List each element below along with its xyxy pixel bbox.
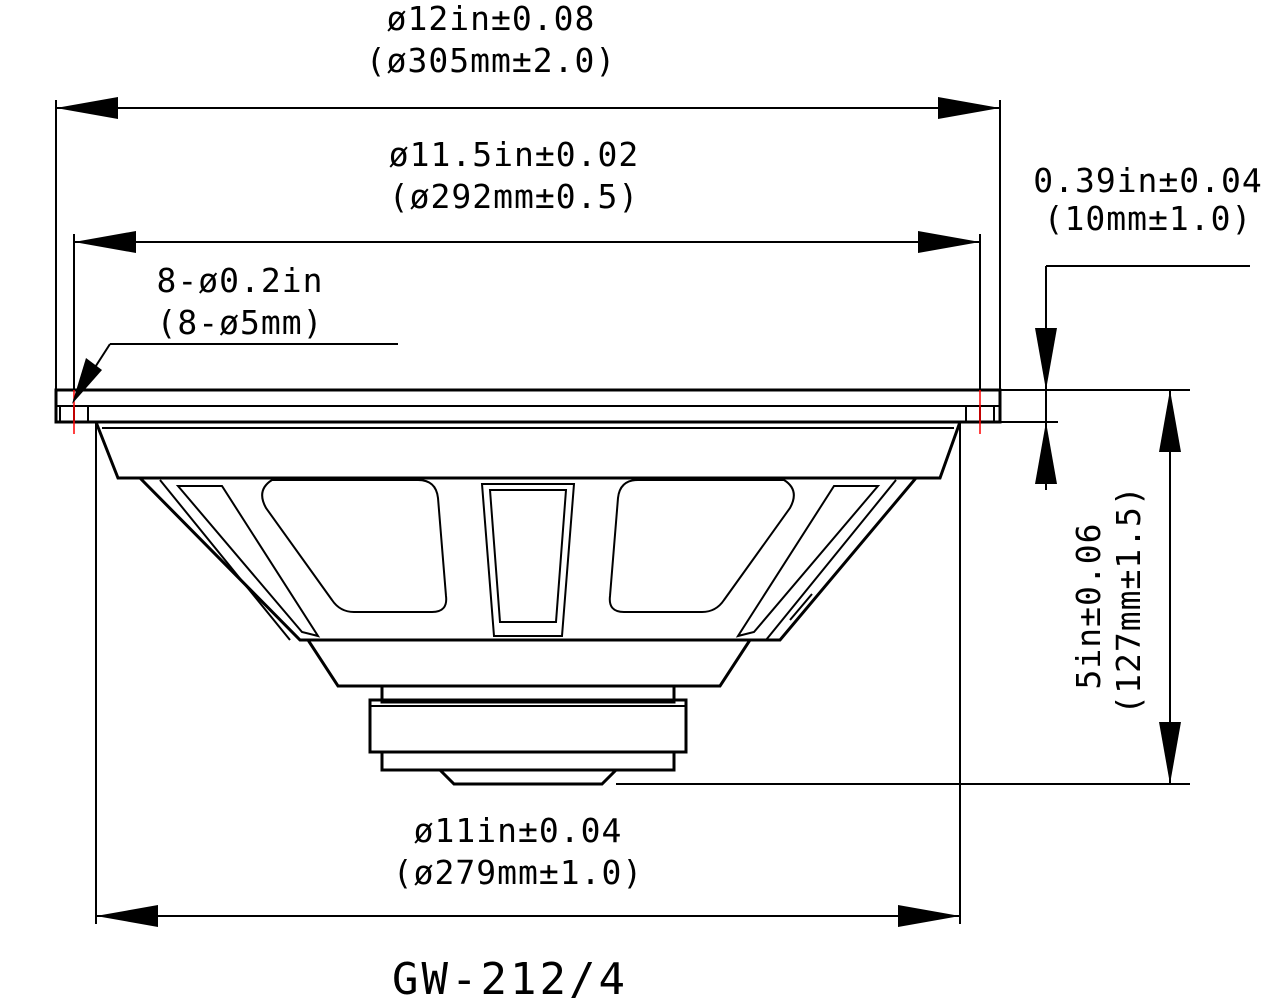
mounting-holes-metric: (8-ø5mm) <box>157 303 324 342</box>
baffle-cutout-imperial: ø11in±0.04 <box>414 811 623 850</box>
model-label: GW-212/4 <box>392 954 628 1003</box>
depth-metric: (127mm±1.5) <box>1109 485 1148 715</box>
basket-ring <box>93 420 963 480</box>
depth-imperial: 5in±0.06 <box>1069 523 1108 690</box>
pole-vent <box>436 768 620 786</box>
dim-outer-diameter: ø12in±0.08 (ø305mm±2.0) <box>55 0 1001 390</box>
flange-thickness-imperial: 0.39in±0.04 <box>1033 161 1263 200</box>
basket-frame <box>136 476 920 642</box>
dim-mounting-holes: 8-ø0.2in (8-ø5mm) <box>72 261 398 404</box>
flange-thickness-metric: (10mm±1.0) <box>1044 199 1253 238</box>
dim-baffle-cutout: ø11in±0.04 (ø279mm±1.0) <box>95 422 961 927</box>
magnet <box>368 698 688 754</box>
mounting-holes-imperial: 8-ø0.2in <box>157 261 324 300</box>
basket-lower <box>305 638 753 688</box>
outer-diameter-metric: (ø305mm±2.0) <box>366 41 616 80</box>
mounting-diameter-metric: (ø292mm±0.5) <box>389 177 639 216</box>
dim-depth: 5in±0.06 (127mm±1.5) <box>616 390 1190 785</box>
basket-center-strut <box>480 483 576 637</box>
top-plate <box>380 684 676 704</box>
dim-mounting-diameter: ø11.5in±0.02 (ø292mm±0.5) <box>73 135 981 390</box>
basket-window-right <box>608 479 795 613</box>
speaker-outline <box>54 388 1002 786</box>
dim-flange-thickness: 0.39in±0.04 (10mm±1.0) <box>1000 161 1263 490</box>
basket-window-left <box>261 479 448 613</box>
hole-center-lines <box>73 384 981 434</box>
back-plate <box>380 750 676 772</box>
baffle-cutout-metric: (ø279mm±1.0) <box>393 853 643 892</box>
mounting-diameter-imperial: ø11.5in±0.02 <box>389 135 639 174</box>
outer-diameter-imperial: ø12in±0.08 <box>387 0 596 38</box>
